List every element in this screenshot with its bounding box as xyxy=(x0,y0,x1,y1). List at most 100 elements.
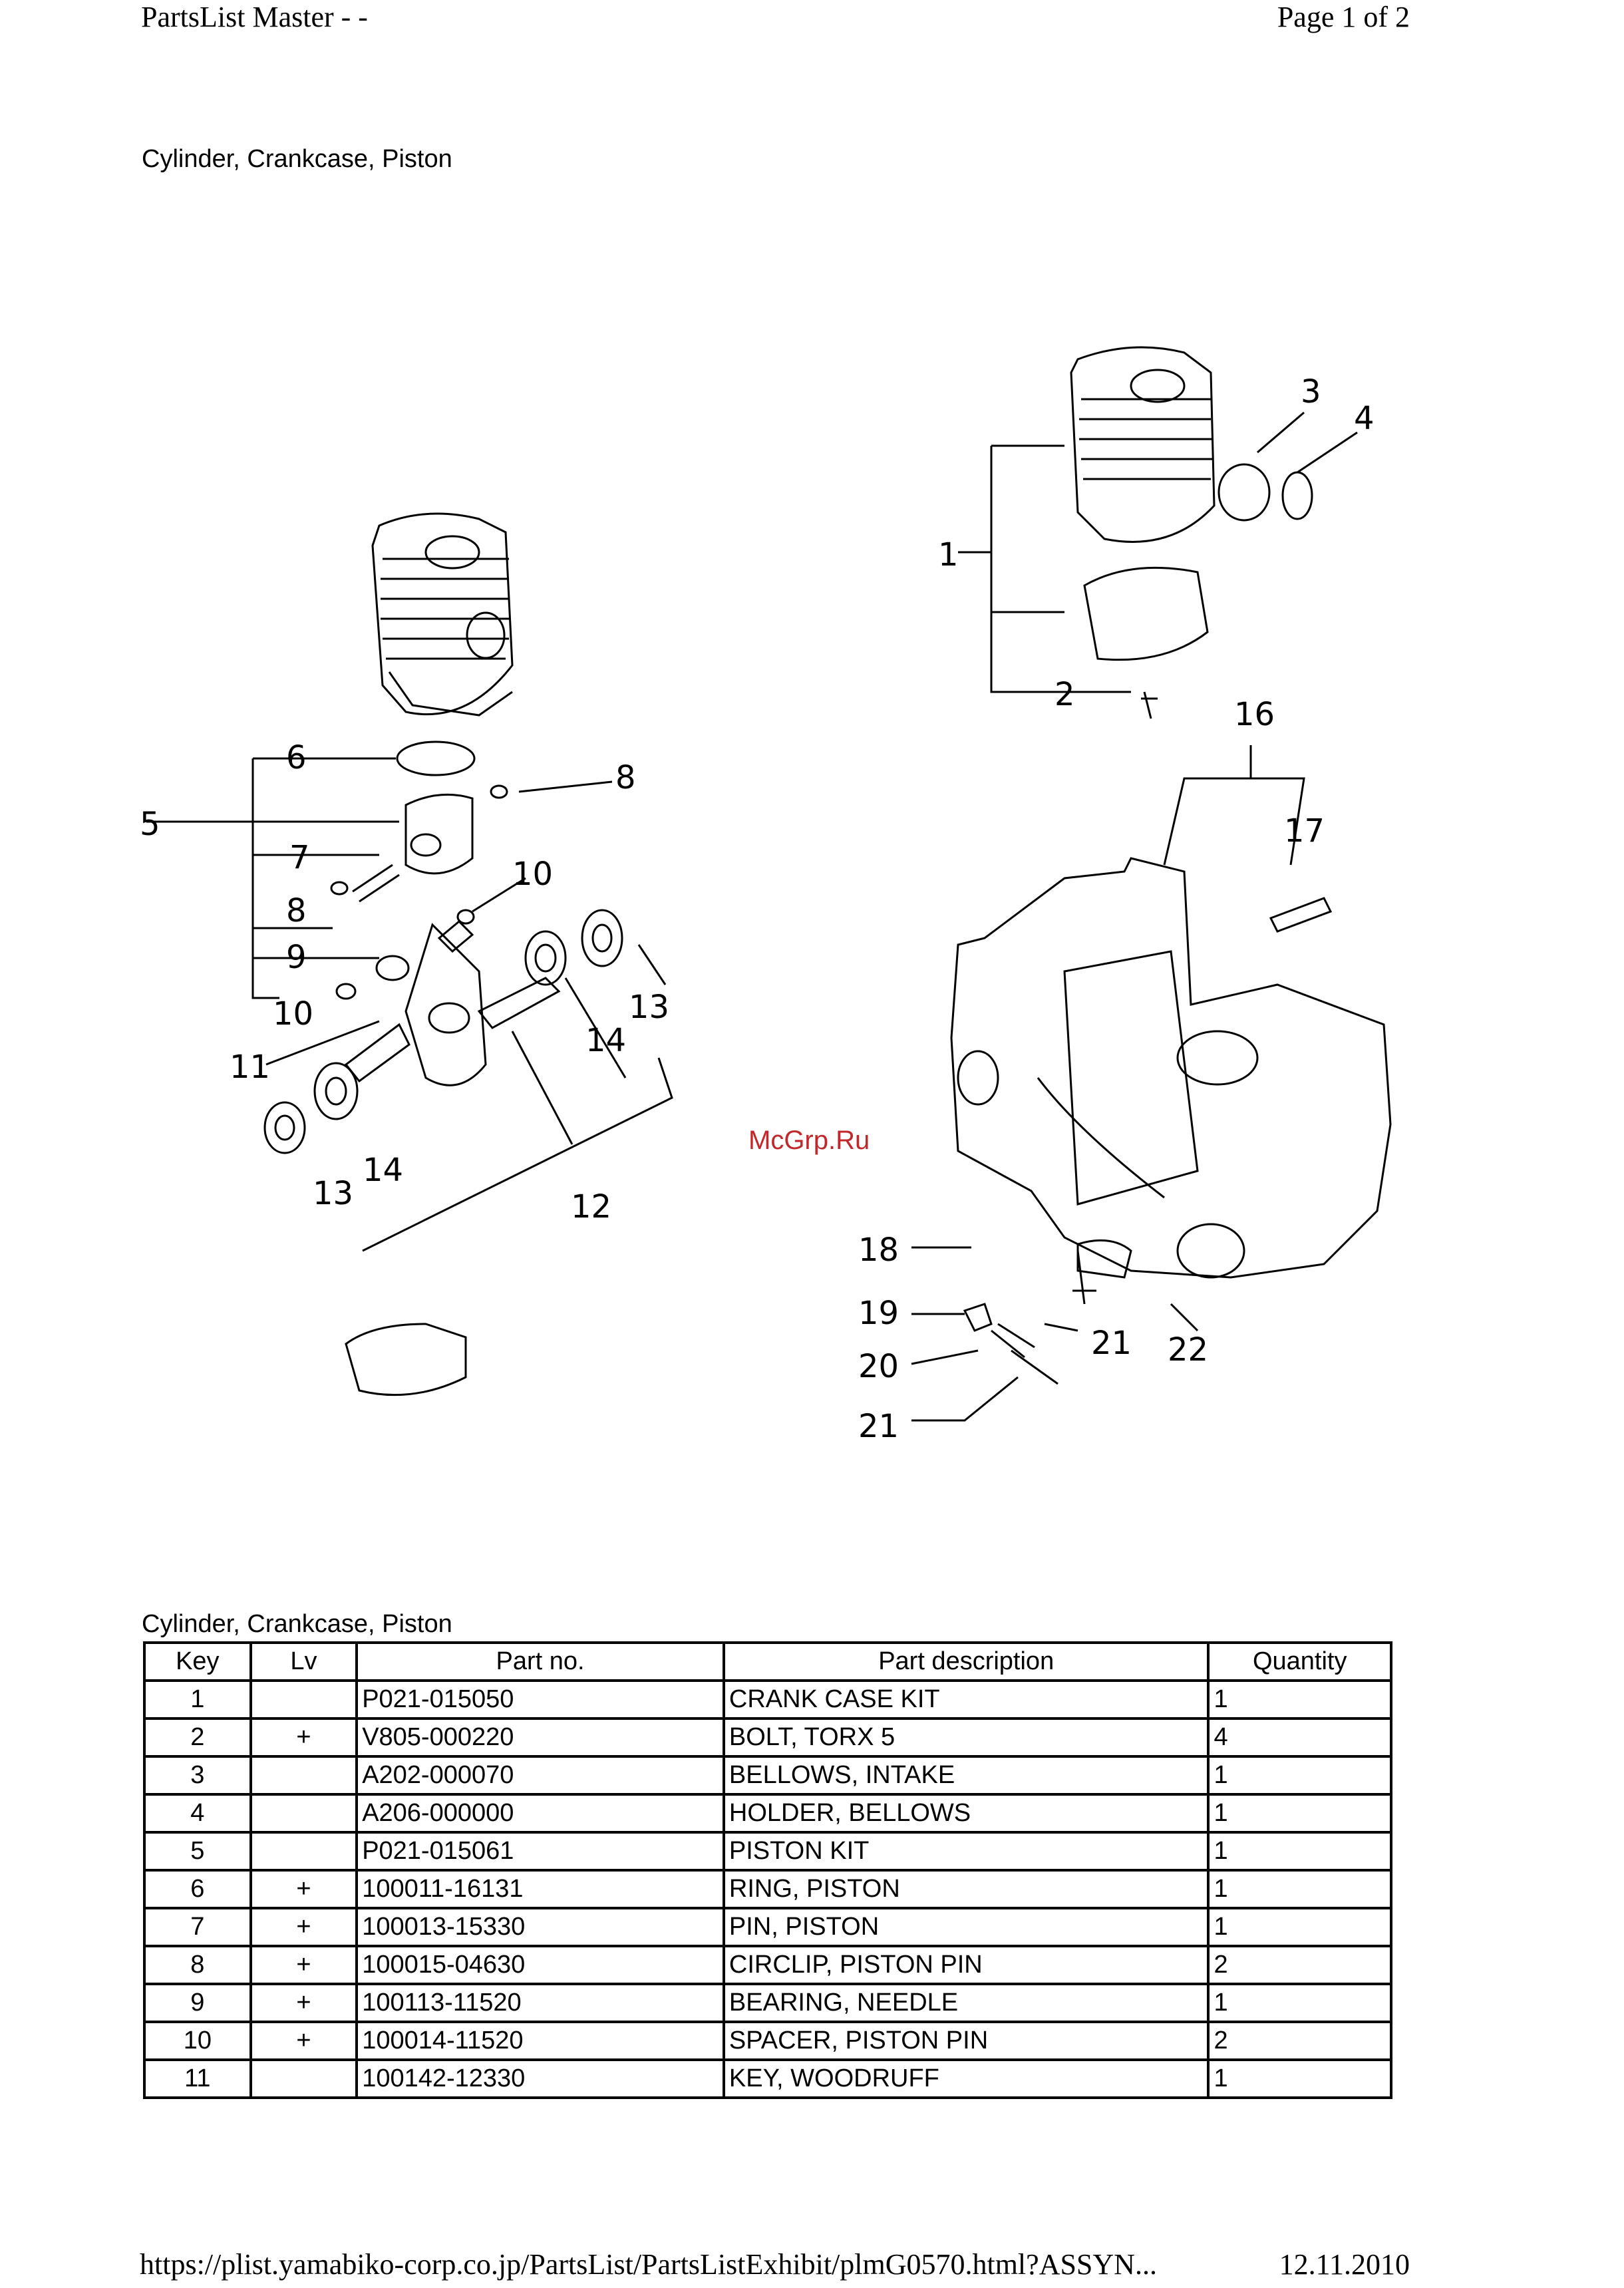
callout-13b: 13 xyxy=(313,1175,353,1212)
cell-quantity: 4 xyxy=(1207,1717,1392,1758)
cell-lv: + xyxy=(249,1907,359,1947)
section-title: Cylinder, Crankcase, Piston xyxy=(142,145,452,173)
cell-part-no: P021-015061 xyxy=(355,1831,725,1872)
callout-14b: 14 xyxy=(363,1152,403,1189)
cell-lv: + xyxy=(249,1983,359,2023)
cell-description: BELLOWS, INTAKE xyxy=(722,1755,1210,1796)
cell-description: PIN, PISTON xyxy=(722,1907,1210,1947)
cell-key: 1 xyxy=(143,1679,252,1720)
cell-quantity: 1 xyxy=(1207,1679,1392,1720)
crankcase-body-drawing xyxy=(950,857,1392,1279)
cell-part-no: 100142-12330 xyxy=(355,2058,725,2099)
callout-11: 11 xyxy=(230,1049,270,1086)
crankcase-half-drawing xyxy=(345,1323,467,1396)
cell-description: BOLT, TORX 5 xyxy=(722,1717,1210,1758)
cell-lv xyxy=(249,1831,359,1872)
callout-16: 16 xyxy=(1234,696,1275,733)
document-title: PartsList Master - - xyxy=(141,1,368,33)
cylinder-drawing-left xyxy=(371,512,514,717)
col-header-part-no: Part no. xyxy=(355,1641,725,1682)
cell-part-no: 100014-11520 xyxy=(355,2021,725,2061)
callout-14: 14 xyxy=(585,1022,626,1059)
cell-quantity: 1 xyxy=(1207,1793,1392,1834)
parts-table: Key Lv Part no. Part description Quantit… xyxy=(143,1641,1392,2099)
cell-part-no: 100015-04630 xyxy=(355,1945,725,1985)
cell-quantity: 1 xyxy=(1207,1869,1392,1909)
callout-21: 21 xyxy=(1091,1325,1132,1362)
page-indicator: Page 1 of 2 xyxy=(1277,1,1410,33)
cell-lv: + xyxy=(249,1717,359,1758)
cell-part-no: A202-000070 xyxy=(355,1755,725,1796)
crankcase-lower-drawing xyxy=(1083,566,1209,661)
footer-date: 12.11.2010 xyxy=(1279,2248,1410,2281)
table-title: Cylinder, Crankcase, Piston xyxy=(142,1610,452,1638)
callout-10: 10 xyxy=(512,856,553,893)
cell-description: PISTON KIT xyxy=(722,1831,1210,1872)
cell-quantity: 2 xyxy=(1207,1945,1392,1985)
cell-description: SPACER, PISTON PIN xyxy=(722,2021,1210,2061)
callout-22: 22 xyxy=(1168,1331,1208,1369)
cell-quantity: 2 xyxy=(1207,2021,1392,2061)
cell-key: 4 xyxy=(143,1793,252,1834)
table-header-row: Key Lv Part no. Part description Quantit… xyxy=(143,1641,1392,1682)
callout-2: 2 xyxy=(1055,676,1075,713)
diagram-callouts: 1 2 3 4 5 6 7 8 8 9 10 10 11 12 13 13 14… xyxy=(140,373,1375,1445)
col-header-key: Key xyxy=(143,1641,252,1682)
piston-ring-drawing xyxy=(396,740,476,776)
cell-part-no: P021-015050 xyxy=(355,1679,725,1720)
cell-part-no: V805-000220 xyxy=(355,1717,725,1758)
cell-lv: + xyxy=(249,2021,359,2061)
needle-bearing-drawing xyxy=(375,955,410,981)
cell-lv xyxy=(249,2058,359,2099)
cell-description: KEY, WOODRUFF xyxy=(722,2058,1210,2099)
callout-1: 1 xyxy=(938,536,959,573)
cell-part-no: 100011-16131 xyxy=(355,1869,725,1909)
cell-lv xyxy=(249,1755,359,1796)
col-header-quantity: Quantity xyxy=(1207,1641,1392,1682)
col-header-description: Part description xyxy=(722,1641,1210,1682)
callout-10b: 10 xyxy=(273,995,313,1033)
callout-8: 8 xyxy=(615,759,636,796)
cell-part-no: 100113-11520 xyxy=(355,1983,725,2023)
cell-quantity: 1 xyxy=(1207,1755,1392,1796)
watermark: McGrp.Ru xyxy=(748,1126,870,1155)
cell-key: 6 xyxy=(143,1869,252,1909)
callout-13: 13 xyxy=(629,989,669,1026)
cell-key: 5 xyxy=(143,1831,252,1872)
cell-part-no: 100013-15330 xyxy=(355,1907,725,1947)
footer-url: https://plist.yamabiko-corp.co.jp/PartsL… xyxy=(140,2248,1157,2281)
cell-key: 2 xyxy=(143,1717,252,1758)
bellows-holder-drawing xyxy=(1281,471,1313,520)
cell-key: 3 xyxy=(143,1755,252,1796)
cell-quantity: 1 xyxy=(1207,1983,1392,2023)
cell-lv xyxy=(249,1793,359,1834)
callout-3: 3 xyxy=(1301,373,1321,410)
callout-6: 6 xyxy=(286,739,307,776)
callout-5: 5 xyxy=(140,806,160,843)
cell-key: 8 xyxy=(143,1945,252,1985)
cell-lv xyxy=(249,1679,359,1720)
callout-7: 7 xyxy=(289,839,310,876)
cell-quantity: 1 xyxy=(1207,2058,1392,2099)
callout-19: 19 xyxy=(858,1295,899,1332)
cell-key: 9 xyxy=(143,1983,252,2023)
cell-part-no: A206-000000 xyxy=(355,1793,725,1834)
crankshaft-drawing xyxy=(344,919,561,1086)
cell-quantity: 1 xyxy=(1207,1831,1392,1872)
cell-description: CIRCLIP, PISTON PIN xyxy=(722,1945,1210,1985)
cylinder-drawing-right xyxy=(1070,346,1216,543)
callout-9: 9 xyxy=(286,939,307,976)
exploded-parts-diagram: 1 2 3 4 5 6 7 8 8 9 10 10 11 12 13 13 14… xyxy=(140,346,1392,1445)
